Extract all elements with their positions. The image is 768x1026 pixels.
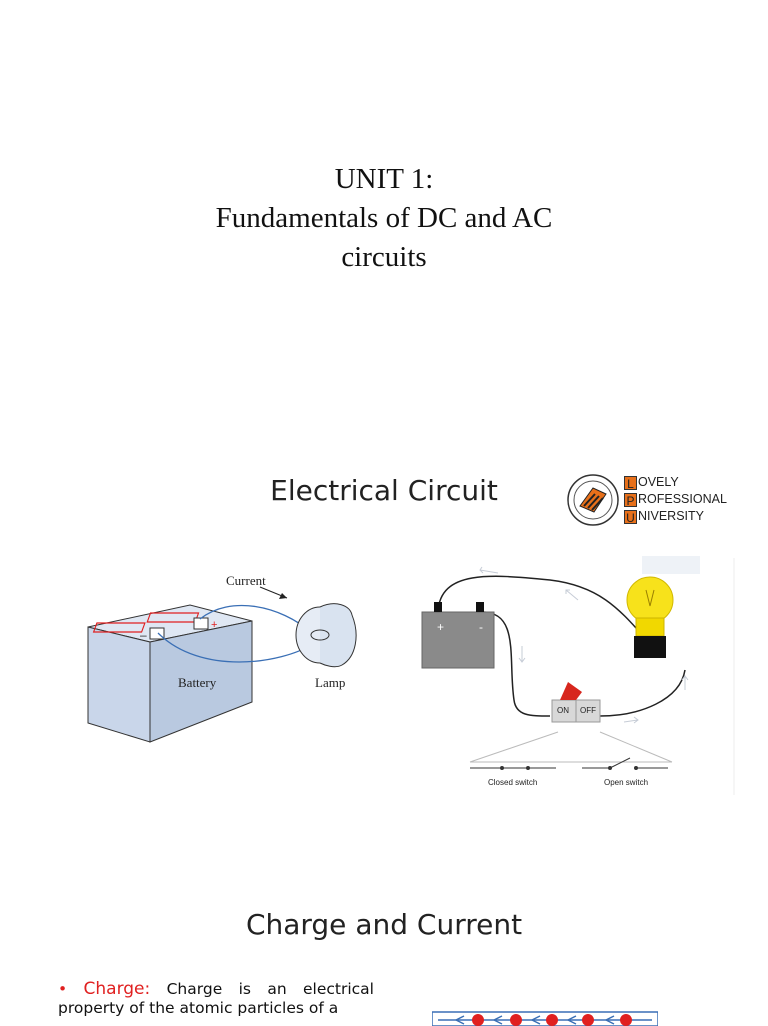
logo-word-lovely: OVELY (638, 475, 679, 489)
logo-letter-p: P (624, 492, 637, 508)
circuit-switch-diagram: + - ON OFF Closed switch Open switch (410, 550, 740, 800)
logo-letter-u: U (624, 509, 637, 525)
battery-minus-label: - (479, 620, 483, 634)
bullet-text: Charge is an electrical property of the … (58, 980, 374, 1017)
current-label: Current (226, 573, 266, 588)
slide-heading: Charge and Current (245, 908, 523, 941)
bullet-term: Charge: (83, 979, 151, 999)
unit-title: UNIT 1: Fundamentals of DC and AC circui… (0, 160, 768, 277)
circuit-switch-illustration (421, 556, 735, 795)
unit-title-line-3: circuits (341, 241, 427, 273)
switch-off-label: OFF (580, 706, 596, 715)
bullet-dot-icon: • (58, 980, 68, 998)
battery-lamp-illustration: – + (87, 586, 357, 743)
unit-title-line-2: Fundamentals of DC and AC (215, 202, 553, 234)
logo-word-university: NIVERSITY (638, 509, 704, 523)
battery-label: Battery (178, 675, 217, 690)
charge-current-slide: Charge and Current • Charge: Charge is a… (0, 880, 768, 1026)
slide-heading: Electrical Circuit (270, 474, 498, 507)
logo-word-professional: ROFESSIONAL (638, 492, 727, 506)
university-seal-icon (567, 474, 619, 526)
unit-title-line-1: UNIT 1: (334, 163, 434, 195)
charge-flow-illustration (432, 1011, 658, 1026)
battery-lamp-diagram: – + Current Battery Lamp (80, 565, 380, 755)
switch-on-label: ON (557, 706, 569, 715)
open-switch-label: Open switch (604, 778, 649, 787)
lamp-label: Lamp (315, 675, 346, 690)
title-slide: UNIT 1: Fundamentals of DC and AC circui… (0, 0, 768, 420)
logo-letter-l: L (624, 475, 637, 491)
closed-switch-label: Closed switch (488, 778, 538, 787)
battery-plus-label: + (437, 620, 445, 634)
svg-text:–: – (140, 628, 147, 642)
svg-text:+: + (211, 619, 217, 631)
charge-bullet: • Charge: Charge is an electrical proper… (58, 980, 374, 1018)
